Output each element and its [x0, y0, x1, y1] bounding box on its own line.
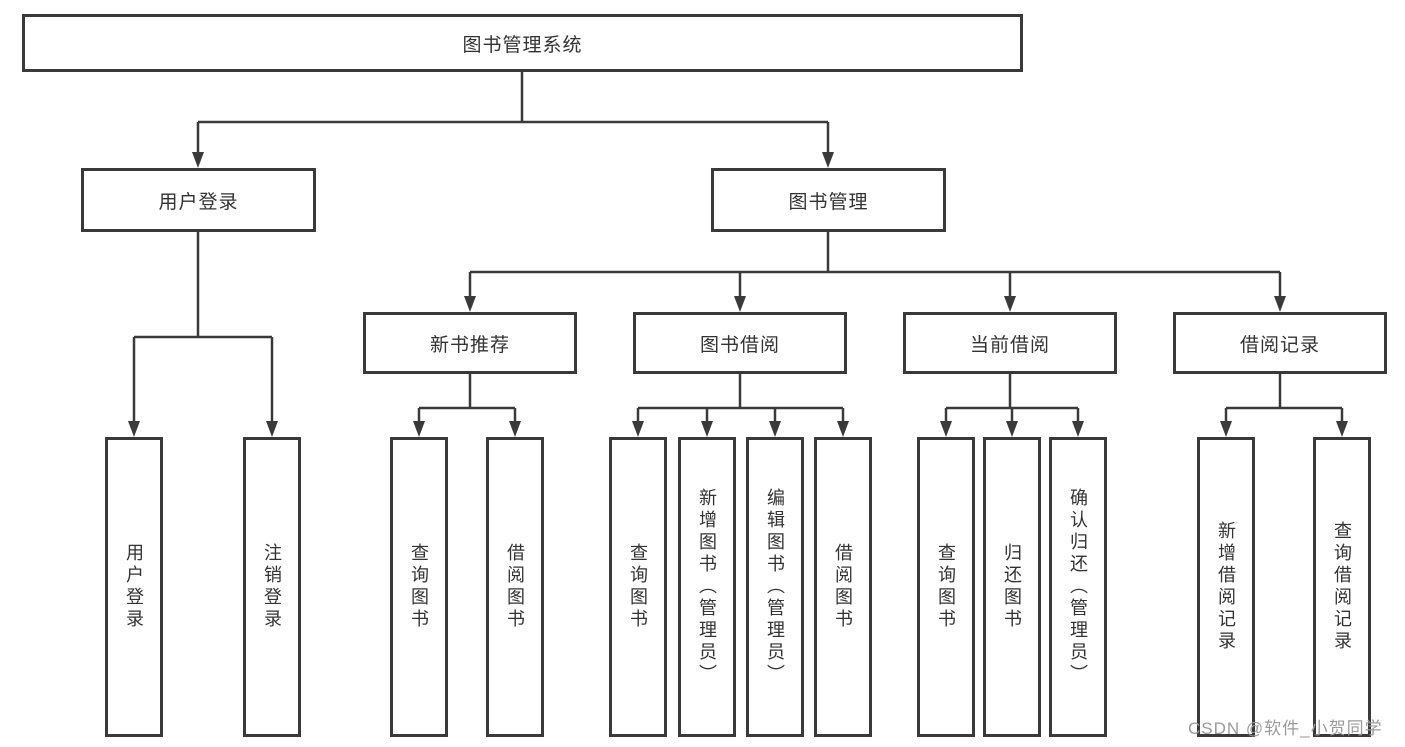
leaf-add-borrow-record-label: 新增借阅记录	[1216, 521, 1236, 653]
leaf-query-borrow-record-label: 查询借阅记录	[1332, 521, 1352, 653]
leaf-edit-book-admin: 编辑图书（管理员）	[746, 437, 804, 737]
node-user-login: 用户登录	[81, 168, 316, 232]
leaf-logout: 注销登录	[243, 437, 301, 737]
leaf-query-book-borrow-label: 查询图书	[628, 543, 648, 631]
leaf-return-book: 归还图书	[983, 437, 1041, 737]
leaf-logout-label: 注销登录	[262, 543, 282, 631]
leaf-edit-book-admin-label: 编辑图书（管理员）	[765, 488, 785, 686]
node-root-system: 图书管理系统	[22, 14, 1023, 72]
leaf-borrow-book-recommend: 借阅图书	[486, 437, 544, 737]
leaf-confirm-return-admin-label: 确认归还（管理员）	[1068, 488, 1088, 686]
leaf-query-book-recommend-label: 查询图书	[409, 543, 429, 631]
leaf-borrow-book-recommend-label: 借阅图书	[505, 543, 525, 631]
leaf-borrow-book-label: 借阅图书	[833, 543, 853, 631]
leaf-add-borrow-record: 新增借阅记录	[1197, 437, 1255, 737]
leaf-query-book-borrow: 查询图书	[609, 437, 667, 737]
node-new-book-recommend: 新书推荐	[363, 312, 577, 374]
leaf-user-login-label: 用户登录	[124, 543, 144, 631]
node-current-borrow: 当前借阅	[903, 312, 1117, 374]
leaf-borrow-book: 借阅图书	[814, 437, 872, 737]
leaf-query-book-current-label: 查询图书	[936, 543, 956, 631]
leaf-query-book-recommend: 查询图书	[390, 437, 448, 737]
leaf-query-book-current: 查询图书	[917, 437, 975, 737]
leaf-query-borrow-record: 查询借阅记录	[1313, 437, 1371, 737]
node-book-management: 图书管理	[711, 168, 946, 232]
leaf-return-book-label: 归还图书	[1002, 543, 1022, 631]
watermark-text: CSDN @软件_小贺同学	[1188, 719, 1383, 738]
leaf-add-book-admin: 新增图书（管理员）	[678, 437, 736, 737]
leaf-add-book-admin-label: 新增图书（管理员）	[697, 488, 717, 686]
leaf-user-login: 用户登录	[105, 437, 163, 737]
leaf-confirm-return-admin: 确认归还（管理员）	[1049, 437, 1107, 737]
node-borrow-record: 借阅记录	[1173, 312, 1387, 374]
node-book-borrow: 图书借阅	[633, 312, 847, 374]
